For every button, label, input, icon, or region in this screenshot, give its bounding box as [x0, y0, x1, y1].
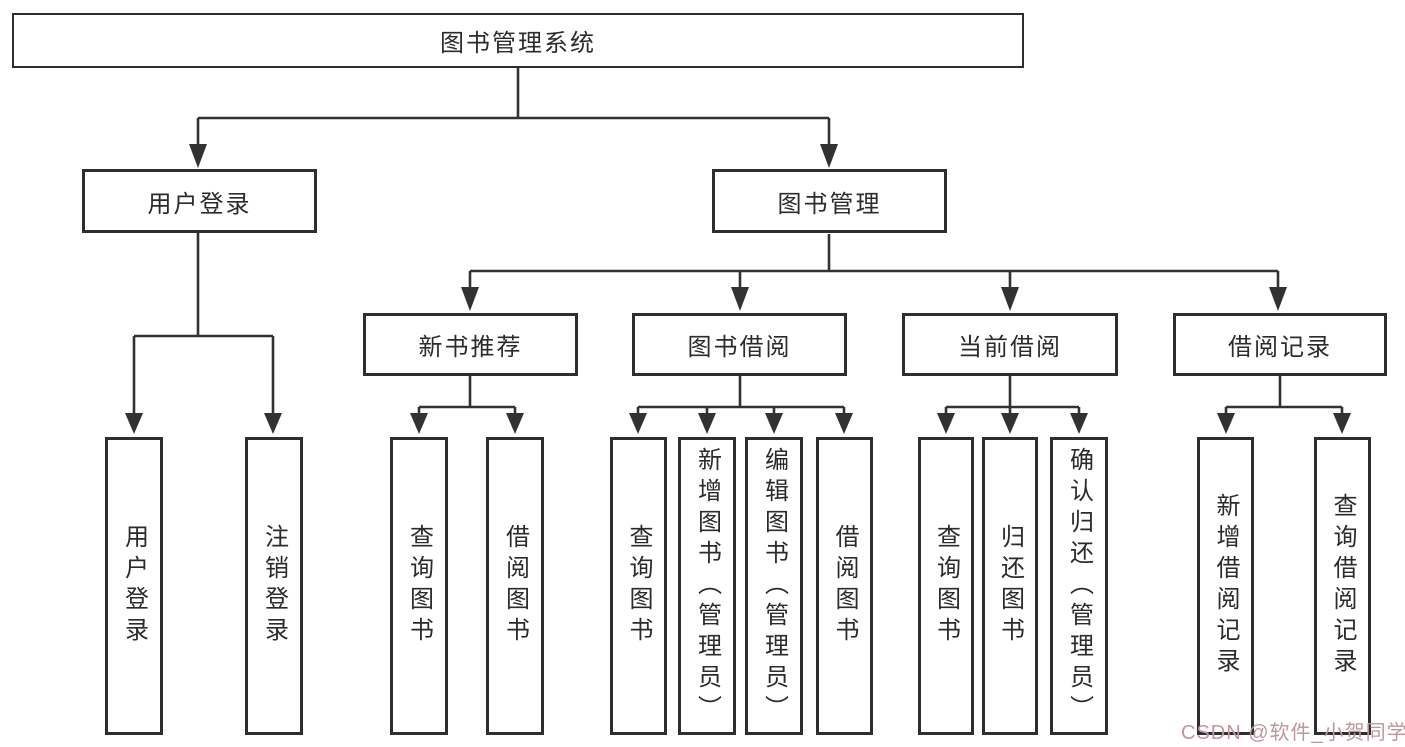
leaf-return-book: 归还图书	[982, 437, 1038, 735]
node-root: 图书管理系统	[12, 13, 1024, 68]
leaf-confirm-return-admin: 确认归还（管理员）	[1050, 437, 1108, 735]
watermark: CSDN @软件_小贺同学	[1181, 722, 1405, 744]
leaf-add-book-admin: 新增图书（管理员）	[678, 437, 736, 735]
leaf-recommend-borrow-books: 借阅图书	[486, 437, 544, 735]
leaf-logout: 注销登录	[245, 437, 303, 735]
leaf-borrow-borrow-books: 借阅图书	[816, 437, 873, 735]
leaf-current-query-books: 查询图书	[918, 437, 974, 735]
node-current-borrow: 当前借阅	[902, 313, 1118, 376]
leaf-borrow-query-books: 查询图书	[610, 437, 667, 735]
node-user-login: 用户登录	[82, 169, 317, 233]
leaf-edit-book-admin: 编辑图书（管理员）	[745, 437, 803, 735]
node-new-book-recommend: 新书推荐	[363, 313, 578, 376]
leaf-user-login: 用户登录	[105, 437, 163, 735]
node-book-borrow: 图书借阅	[632, 313, 847, 376]
node-book-management: 图书管理	[712, 169, 947, 233]
leaf-add-borrow-record: 新增借阅记录	[1197, 437, 1254, 735]
node-borrow-records: 借阅记录	[1173, 313, 1387, 376]
leaf-query-borrow-record: 查询借阅记录	[1314, 437, 1371, 735]
leaf-recommend-query-books: 查询图书	[390, 437, 448, 735]
